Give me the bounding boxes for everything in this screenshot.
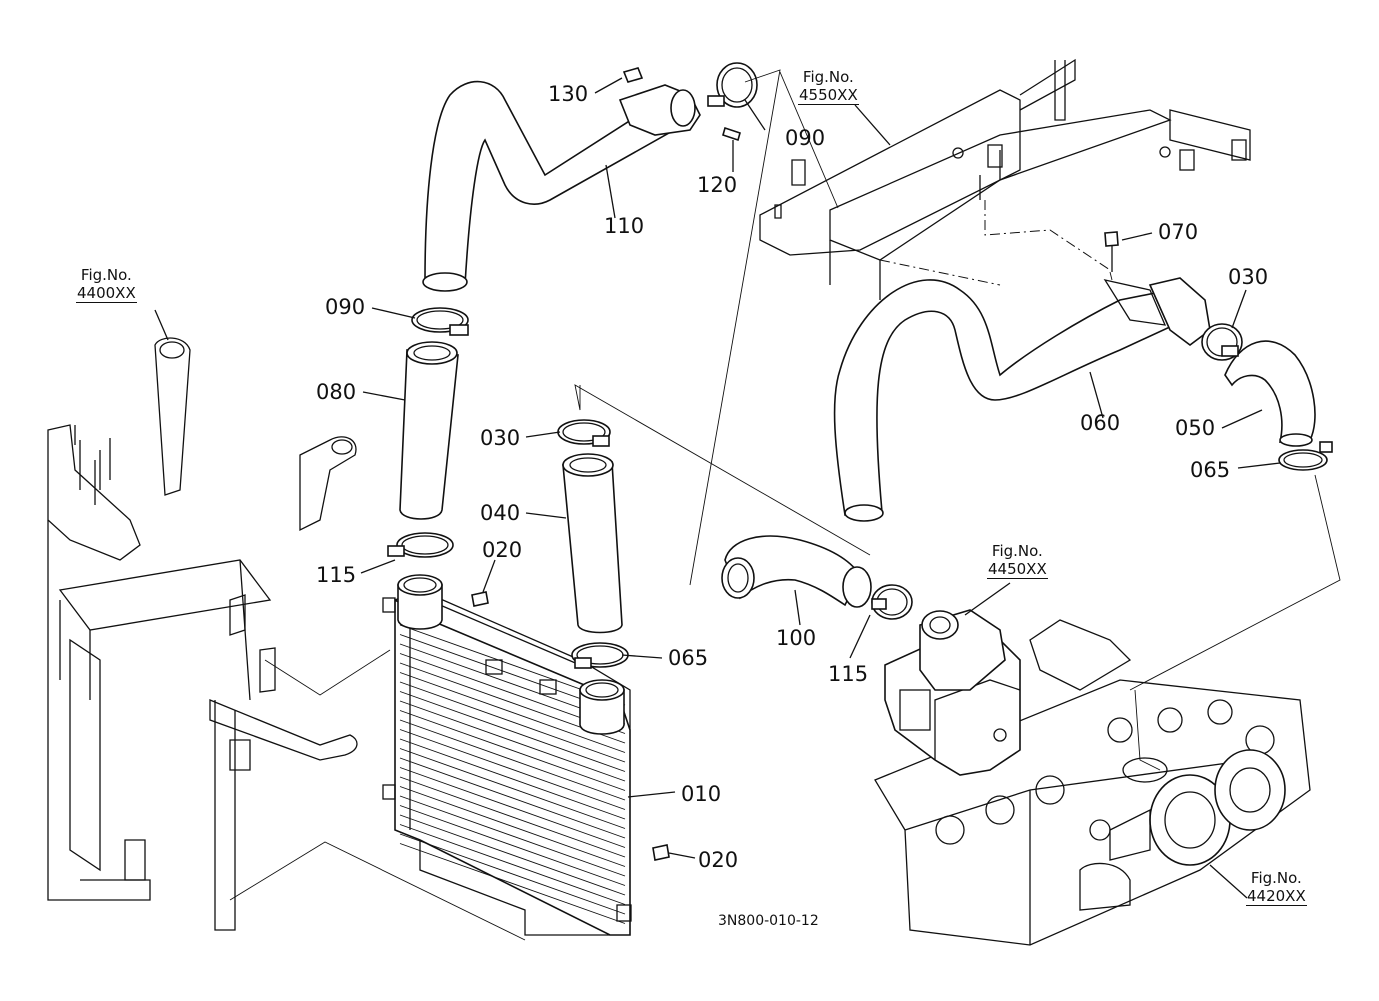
fig-ref-number: 4450XX bbox=[987, 560, 1048, 579]
part-label-090-mid: 090 bbox=[325, 295, 366, 319]
hose-080 bbox=[399, 341, 459, 520]
pipe-060 bbox=[833, 277, 1211, 522]
bolts bbox=[471, 67, 1119, 861]
part-label-010: 010 bbox=[681, 782, 722, 806]
fig-ref-number: 4420XX bbox=[1246, 887, 1307, 906]
part-label-070: 070 bbox=[1158, 220, 1199, 244]
fig-ref-4420[interactable]: Fig.No. 4420XX bbox=[1246, 869, 1307, 906]
part-label-030-left: 030 bbox=[480, 426, 521, 450]
hose-040 bbox=[562, 453, 623, 634]
part-label-130: 130 bbox=[548, 82, 589, 106]
fig-ref-4450[interactable]: Fig.No. 4450XX bbox=[987, 542, 1048, 579]
fig-ref-4400[interactable]: Fig.No. 4400XX bbox=[76, 266, 137, 303]
fig-ref-prefix: Fig.No. bbox=[1250, 869, 1302, 887]
part-label-065-mid: 065 bbox=[668, 646, 709, 670]
pipe-110 bbox=[422, 80, 701, 292]
part-label-120: 120 bbox=[697, 173, 738, 197]
front-frame-assembly bbox=[47, 337, 358, 931]
part-label-020-top: 020 bbox=[482, 538, 523, 562]
part-label-060: 060 bbox=[1080, 411, 1121, 435]
part-label-065-right: 065 bbox=[1190, 458, 1231, 482]
leader-lines bbox=[154, 77, 1281, 899]
connection-lines bbox=[229, 69, 1341, 941]
part-label-090-top: 090 bbox=[785, 126, 826, 150]
support-bracket-frame bbox=[759, 58, 1251, 300]
part-label-100: 100 bbox=[776, 626, 817, 650]
fig-ref-prefix: Fig.No. bbox=[80, 266, 132, 284]
part-label-115-right: 115 bbox=[828, 662, 869, 686]
engine-cylinder-head bbox=[874, 619, 1311, 946]
fig-ref-prefix: Fig.No. bbox=[991, 542, 1043, 560]
intake-throttle-body bbox=[884, 609, 1021, 776]
part-label-020-bottom: 020 bbox=[698, 848, 739, 872]
part-label-050: 050 bbox=[1175, 416, 1216, 440]
fig-ref-4550[interactable]: Fig.No. 4550XX bbox=[798, 68, 859, 105]
part-label-115-left: 115 bbox=[316, 563, 357, 587]
intercooler-core bbox=[382, 574, 632, 936]
fig-ref-number: 4400XX bbox=[76, 284, 137, 303]
hose-clamps bbox=[387, 62, 1333, 669]
hose-050 bbox=[1224, 340, 1316, 447]
hose-100 bbox=[721, 535, 872, 608]
drawing-code: 3N800-010-12 bbox=[718, 913, 819, 929]
fig-ref-prefix: Fig.No. bbox=[802, 68, 854, 86]
part-label-040: 040 bbox=[480, 501, 521, 525]
part-label-030-right: 030 bbox=[1228, 265, 1269, 289]
part-label-080: 080 bbox=[316, 380, 357, 404]
fig-ref-number: 4550XX bbox=[798, 86, 859, 105]
part-label-110: 110 bbox=[604, 214, 645, 238]
